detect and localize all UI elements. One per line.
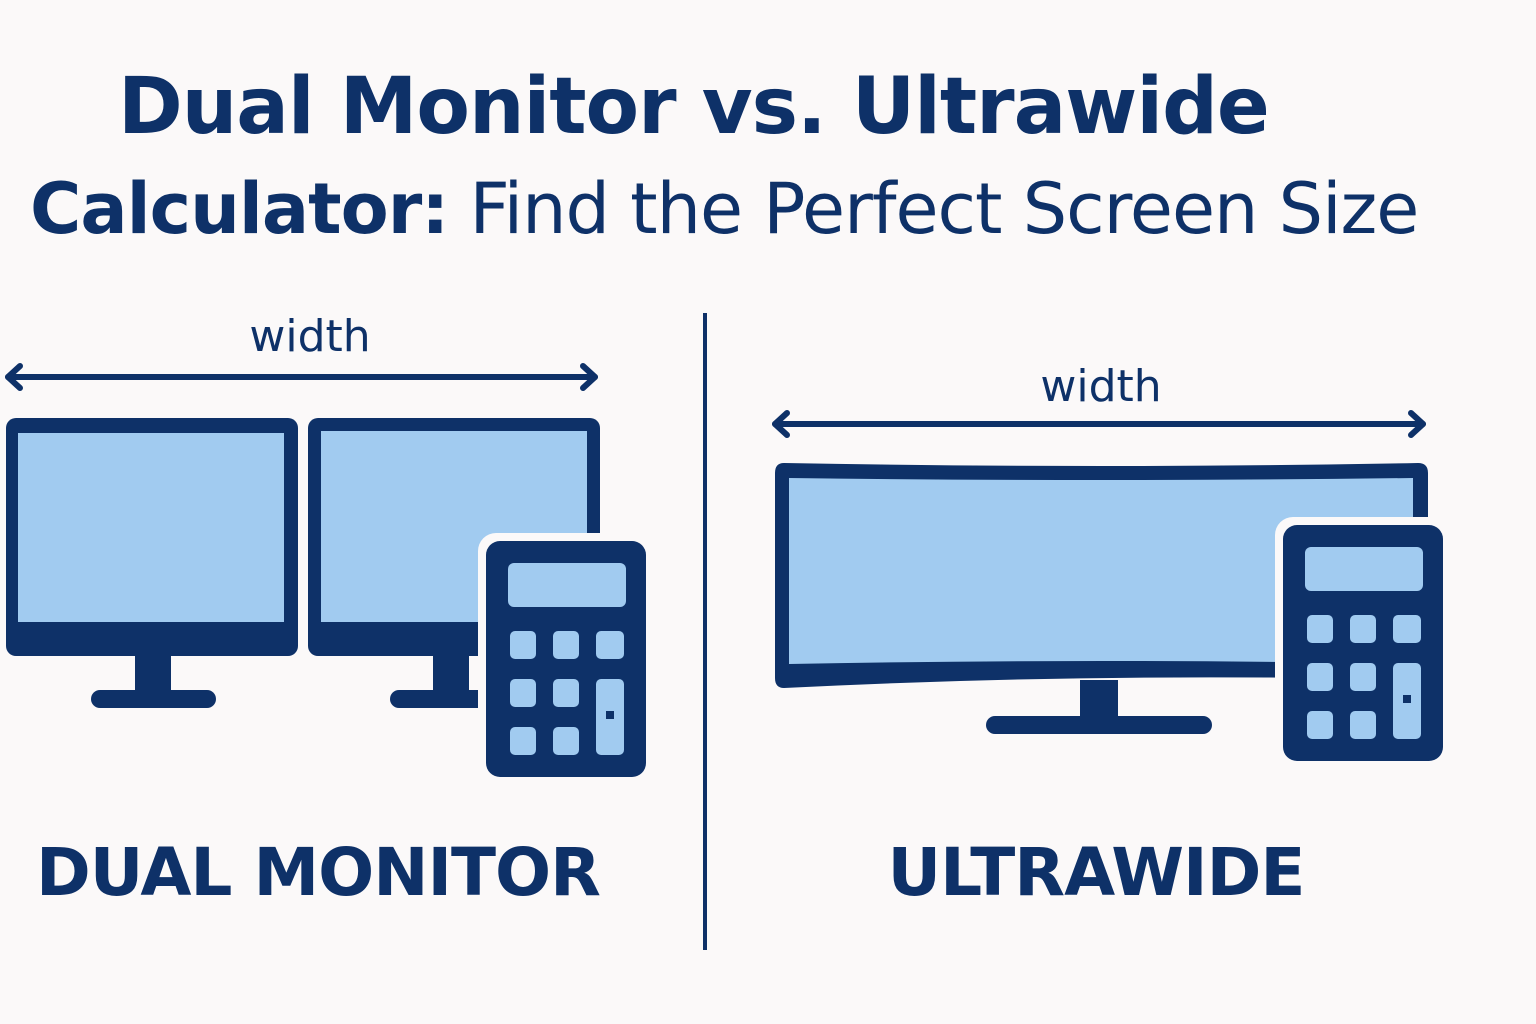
title-line-1: Dual Monitor vs. Ultrawide [118,62,1270,152]
ultrawide-width-arrow [772,410,1426,438]
title-line-2: Calculator: Find the Perfect Screen Size [30,168,1419,250]
ultrawide-monitor-icon [775,463,1428,734]
monitor-icon [6,418,298,708]
calculator-icon [478,533,654,785]
dual-width-arrow [5,363,598,391]
ultrawide-width-label: width [1040,361,1161,412]
title-calculator-word: Calculator: [30,168,449,250]
dual-width-label: width [249,311,370,362]
calculator-icon [1275,517,1451,769]
ultrawide-caption: ULTRAWIDE [888,834,1305,911]
dual-caption: DUAL MONITOR [36,834,600,911]
title-subtitle: Find the Perfect Screen Size [448,168,1419,250]
